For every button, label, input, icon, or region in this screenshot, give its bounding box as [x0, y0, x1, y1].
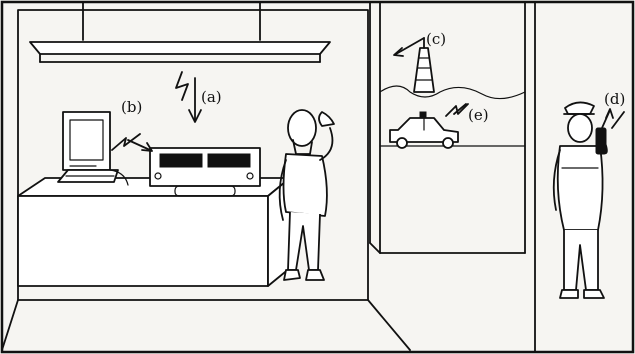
label-b: (b)	[121, 98, 142, 116]
display-panel-left	[160, 154, 202, 167]
label-e: (e)	[468, 106, 489, 124]
shoe-left	[284, 270, 300, 280]
siren-light	[420, 112, 426, 118]
ceiling-light	[30, 42, 330, 54]
shoe-right	[306, 270, 324, 280]
officer-shoe-left	[560, 290, 578, 298]
walkie-talkie	[596, 128, 606, 154]
head	[288, 110, 316, 146]
desk	[18, 178, 290, 286]
officer-head	[568, 114, 592, 142]
officer-shoe-right	[584, 290, 604, 298]
display-panel-right	[208, 154, 250, 167]
label-a: (a)	[201, 88, 222, 106]
label-c: (c)	[426, 30, 446, 48]
label-d: (d)	[604, 90, 625, 108]
